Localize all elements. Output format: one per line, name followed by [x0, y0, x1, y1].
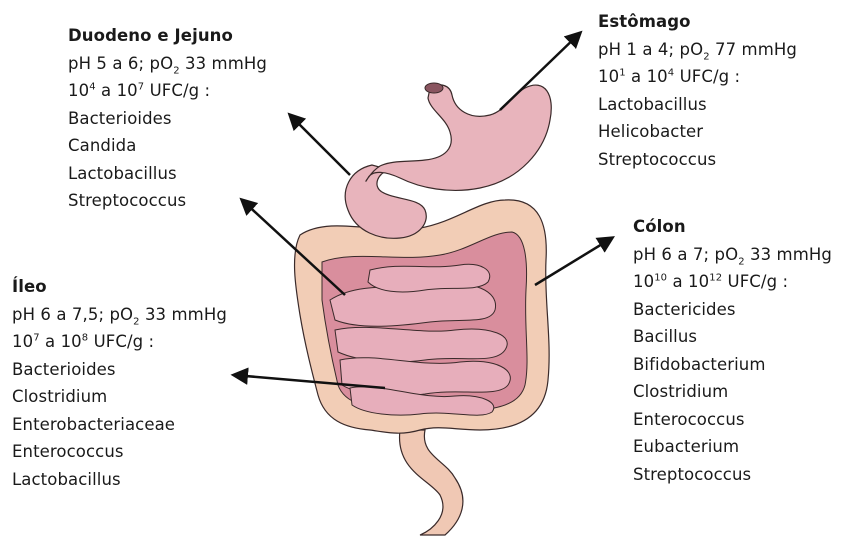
organism-item: Lactobacillus — [68, 160, 267, 188]
label-estomago: Estômago pH 1 a 4; pO2 77 mmHg 101 a 104… — [598, 8, 797, 173]
stomach-shape — [366, 85, 551, 190]
region-title-duodeno: Duodeno e Jejuno — [68, 22, 267, 50]
organism-item: Lactobacillus — [12, 466, 227, 494]
rectum-shape — [400, 430, 463, 535]
ph-po2-line: pH 6 a 7; pO2 33 mmHg — [633, 241, 832, 269]
organism-item: Clostridium — [633, 378, 832, 406]
label-ileo: Íleo pH 6 a 7,5; pO2 33 mmHg 107 a 108 U… — [12, 273, 227, 493]
label-duodeno-jejuno: Duodeno e Jejuno pH 5 a 6; pO2 33 mmHg 1… — [68, 22, 267, 215]
organism-item: Bacillus — [633, 323, 832, 351]
organism-item: Bacterioides — [12, 356, 227, 384]
organism-item: Streptococcus — [633, 461, 832, 489]
organism-item: Enterococcus — [12, 438, 227, 466]
ph-po2-line: pH 1 a 4; pO2 77 mmHg — [598, 36, 797, 64]
cfu-line: 107 a 108 UFC/g : — [12, 328, 227, 356]
region-title-ileo: Íleo — [12, 273, 227, 301]
organism-item: Bifidobacterium — [633, 351, 832, 379]
cfu-line: 101 a 104 UFC/g : — [598, 63, 797, 91]
organism-item: Eubacterium — [633, 433, 832, 461]
organism-item: Helicobacter — [598, 118, 797, 146]
cfu-line: 1010 a 1012 UFC/g : — [633, 268, 832, 296]
organism-item: Bacterioides — [68, 105, 267, 133]
organism-item: Candida — [68, 132, 267, 160]
ph-po2-line: pH 6 a 7,5; pO2 33 mmHg — [12, 301, 227, 329]
ph-po2-line: pH 5 a 6; pO2 33 mmHg — [68, 50, 267, 78]
region-title-colon: Cólon — [633, 213, 832, 241]
organism-item: Streptococcus — [68, 187, 267, 215]
organism-item: Bactericides — [633, 296, 832, 324]
arrow-duodeno — [290, 115, 350, 175]
label-colon: Cólon pH 6 a 7; pO2 33 mmHg 1010 a 1012 … — [633, 213, 832, 488]
esophagus-opening — [425, 83, 443, 93]
organism-item: Streptococcus — [598, 146, 797, 174]
organism-item: Enterococcus — [633, 406, 832, 434]
region-title-estomago: Estômago — [598, 8, 797, 36]
organism-item: Enterobacteriaceae — [12, 411, 227, 439]
organism-item: Clostridium — [12, 383, 227, 411]
cfu-line: 104 a 107 UFC/g : — [68, 77, 267, 105]
organism-item: Lactobacillus — [598, 91, 797, 119]
